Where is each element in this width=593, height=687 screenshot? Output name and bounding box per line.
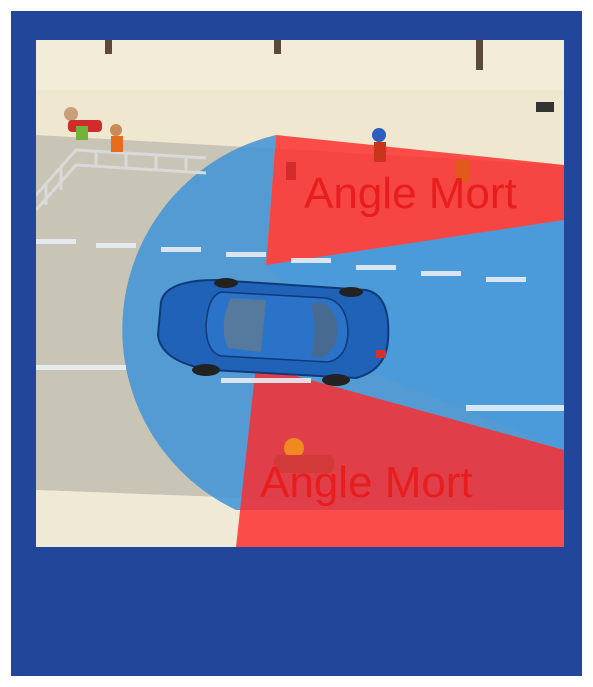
blind-spot-label-top: Angle Mort — [304, 169, 517, 218]
scene-svg: Angle Mort Angle Mort — [36, 40, 564, 547]
blind-spot-photo: Angle Mort Angle Mort — [36, 40, 564, 547]
blind-spot-label-bottom: Angle Mort — [260, 458, 473, 507]
post — [105, 40, 112, 54]
post — [476, 40, 483, 70]
poster-frame: Angle Mort Angle Mort — [11, 11, 582, 676]
post — [274, 40, 281, 54]
sidewalk-edge — [36, 40, 564, 90]
car — [158, 278, 388, 386]
